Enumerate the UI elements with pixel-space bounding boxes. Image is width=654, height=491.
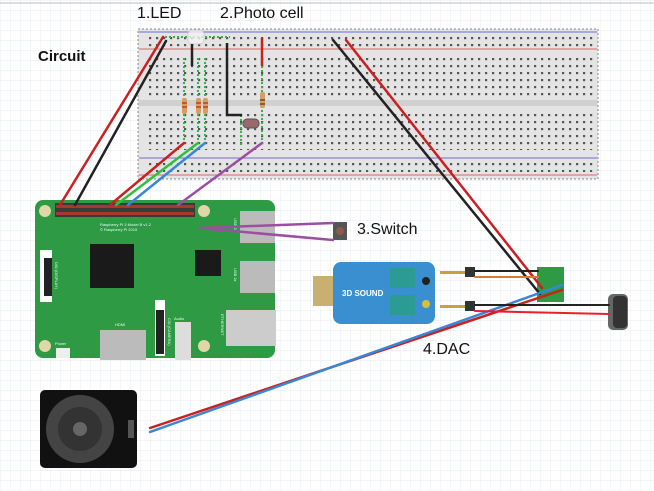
pi-model-text: Raspberry Pi 3 Model B v1.2 — [100, 222, 152, 227]
display-label: DSI (DISPLAY) — [54, 262, 59, 290]
audio-label: Audio — [174, 316, 185, 321]
circuit-title: Circuit — [38, 48, 86, 65]
push-switch — [333, 222, 347, 240]
hdmi-label: HDMI — [115, 322, 125, 327]
usb2-label: USB 2x — [233, 268, 238, 282]
resistor — [196, 98, 201, 114]
raspberry-pi-board: Raspberry Pi 3 Model B v1.2 © Raspberry … — [35, 200, 276, 360]
camera-label: CSI (CAMERA) — [167, 318, 172, 346]
photo-cell — [242, 118, 260, 129]
resistor — [182, 98, 187, 114]
sound-card-text: 3D SOUND — [342, 289, 384, 298]
speaker — [40, 390, 137, 468]
breadboard — [137, 28, 599, 180]
resistor — [260, 92, 265, 108]
rgb-led — [187, 29, 205, 66]
ethernet-port — [226, 310, 276, 346]
usb1-label: USB 2x — [233, 218, 238, 232]
pi-copyright-text: © Raspberry Pi 2015 — [100, 227, 138, 232]
resistor — [203, 98, 208, 114]
dac-label: 4.DAC — [423, 341, 471, 358]
switch-label: 3.Switch — [357, 221, 418, 238]
cpu-chip — [90, 244, 134, 288]
led-label: 1.LED — [137, 5, 182, 22]
audio-plug — [440, 267, 475, 277]
usb-port — [240, 261, 275, 293]
ethernet-label: ETHERNET — [220, 314, 225, 336]
wires — [58, 35, 610, 434]
photo-cell-label: 2.Photo cell — [220, 5, 304, 22]
hdmi-port — [100, 330, 146, 360]
microphone — [608, 294, 628, 330]
power-port — [56, 348, 70, 358]
audio-jack — [175, 322, 191, 360]
power-label: Power — [55, 341, 67, 346]
audio-plug — [440, 301, 475, 311]
usb-sound-card: 3D SOUND — [313, 262, 435, 324]
